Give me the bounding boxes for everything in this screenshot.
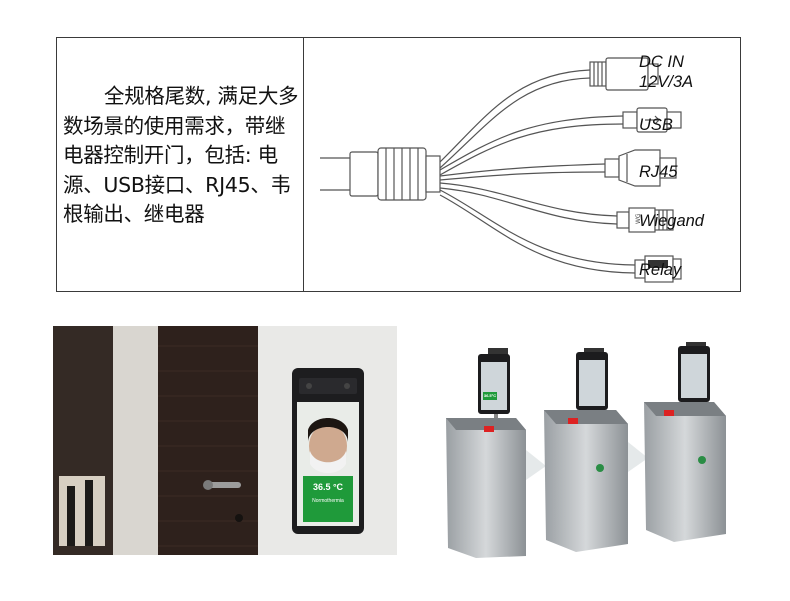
turnstile-gates-photo: 36.5°C (436, 330, 746, 565)
svg-text:WG: WG (635, 213, 642, 224)
port-label-usb: USB (639, 116, 673, 134)
cable-spec-panel: 全规格尾数, 满足大多数场景的使用需求，带继电器控制开门，包括: 电源、USB接… (56, 37, 741, 292)
gate-temperature-value: 36.5°C (483, 393, 497, 398)
port-label-rj45: RJ45 (639, 163, 678, 181)
door-status-label: Normothermia (312, 498, 344, 504)
port-label-relay: Relay (639, 261, 682, 279)
dc-in-spec-label: 12V/3A (639, 73, 694, 91)
cable-diagram: WG (320, 57, 682, 283)
dc-in-label: DC IN (639, 53, 684, 71)
door-installation-photo: 36.5 °C Normothermia (53, 326, 397, 555)
door-temperature-value: 36.5 °C (312, 482, 344, 492)
panel-divider (303, 38, 304, 291)
description-text: 全规格尾数, 满足大多数场景的使用需求，带继电器控制开门，包括: 电源、USB接… (63, 84, 299, 226)
port-label-dc-in: DC IN 12V/3A (639, 52, 693, 92)
port-label-wiegand: Wiegand (639, 212, 704, 230)
